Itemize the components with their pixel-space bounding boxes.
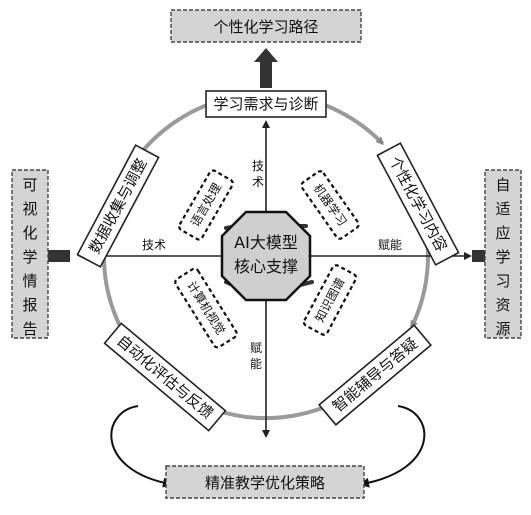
axis-up-label: 技术 xyxy=(252,159,264,189)
core-octagon xyxy=(220,210,312,302)
output-left-label: 可视化学情报告 xyxy=(22,176,37,338)
stage-diagnosis-label: 学习需求与诊断 xyxy=(213,95,318,113)
axis-right-label: 赋能 xyxy=(378,238,402,252)
tech-language-box: 语言处理 xyxy=(178,169,234,241)
stage-collection-label: 数据收集与调整 xyxy=(85,155,150,256)
output-bottom-label: 精准教学优化策略 xyxy=(205,474,325,492)
stage-tutoring-box: 智能辅导与答疑 xyxy=(318,324,432,426)
output-right-label: 自适应学习资源 xyxy=(495,176,510,338)
stage-tutoring-label: 智能辅导与答疑 xyxy=(329,334,421,415)
output-top-box: 个性化学习路径 xyxy=(170,9,362,43)
output-left-box: 可视化学情报告 xyxy=(11,169,49,339)
loop-left-arrow xyxy=(110,405,173,488)
core-line2: 核心支撑 xyxy=(234,257,298,276)
loop-right-arrow xyxy=(359,405,426,488)
stage-evaluation-box: 自动化评估与反馈 xyxy=(103,322,227,432)
output-top-label: 个性化学习路径 xyxy=(213,18,318,36)
tech-kg-box: 知识图谱 xyxy=(302,264,358,336)
stage-diagnosis-box: 学习需求与诊断 xyxy=(205,90,327,118)
arrow-up xyxy=(254,48,278,88)
output-right-box: 自适应学习资源 xyxy=(484,169,522,339)
output-bottom-box: 精准教学优化策略 xyxy=(165,465,365,499)
tech-ml-box: 机器学习 xyxy=(300,170,360,240)
core-line1: AI大模型 xyxy=(234,233,298,252)
axis-down-label: 赋能 xyxy=(250,341,262,371)
axis-left-label: 技术 xyxy=(142,238,166,252)
